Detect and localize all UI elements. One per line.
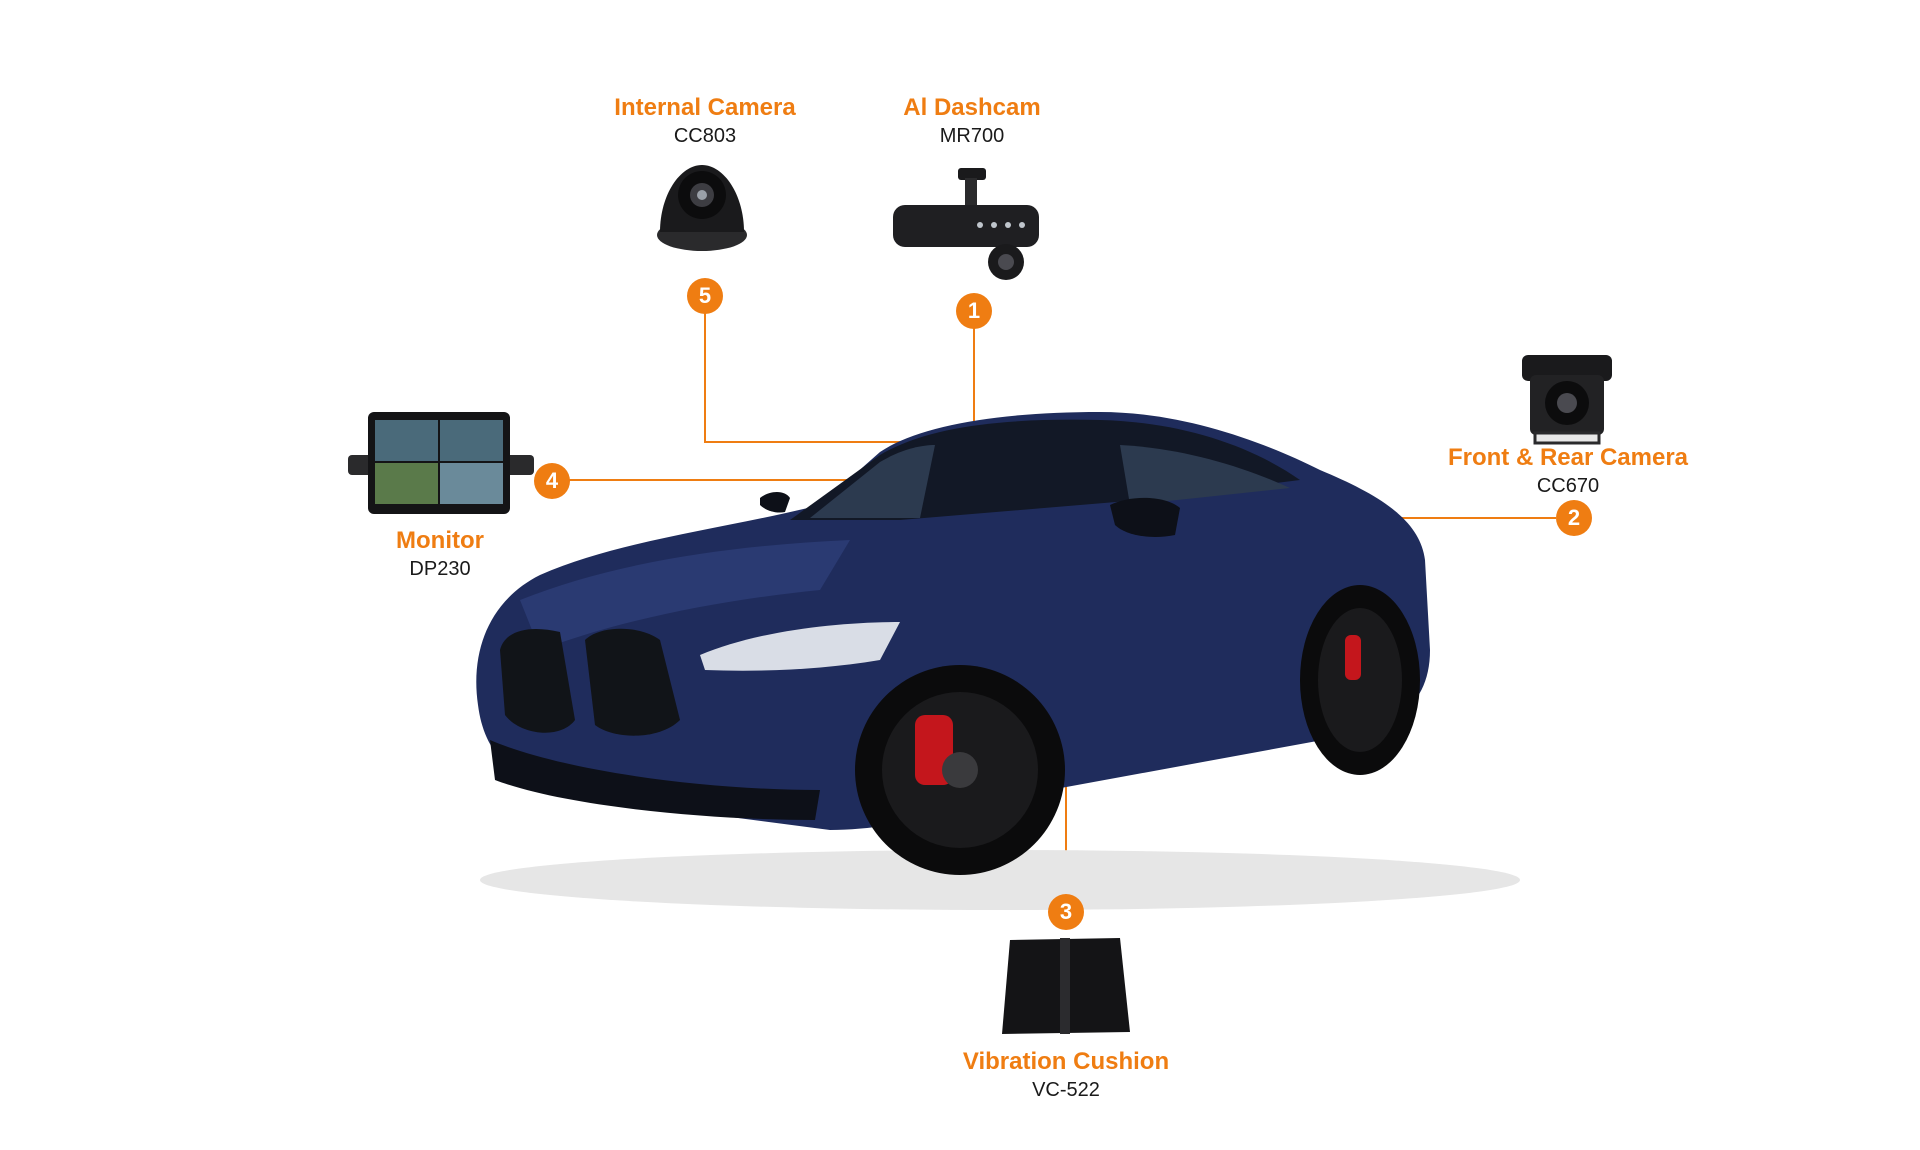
device-model: CC803 <box>673 125 737 147</box>
device-model: DP230 <box>409 558 471 580</box>
device-name: Monitor <box>396 527 484 554</box>
badge-4: 4 <box>534 463 570 499</box>
device-model: MR700 <box>939 125 1005 147</box>
device-name: Vibration Cushion <box>962 1048 1170 1075</box>
device-name: Internal Camera <box>614 94 796 121</box>
monitor-icon <box>348 412 534 514</box>
device-label-front-rear-camera: Front & Rear Camera CC670 <box>1448 443 1688 499</box>
dome-camera-icon <box>657 165 747 251</box>
badge-5: 5 <box>687 278 723 314</box>
cushion-icon <box>1002 938 1130 1034</box>
device-model: VC-522 <box>1032 1079 1100 1101</box>
device-name: Al Dashcam <box>903 94 1041 121</box>
device-name: Front & Rear Camera <box>1447 444 1689 471</box>
device-label-ai-dashcam: Al Dashcam MR700 <box>903 93 1040 149</box>
badge-2: 2 <box>1556 500 1592 536</box>
device-label-monitor: Monitor DP230 <box>396 526 484 582</box>
badge-1: 1 <box>956 293 992 329</box>
connector-5 <box>704 297 921 443</box>
device-model: CC670 <box>1536 475 1600 497</box>
device-label-vibration-cushion: Vibration Cushion VC-522 <box>963 1047 1169 1103</box>
badge-3: 3 <box>1048 894 1084 930</box>
dashcam-icon <box>893 168 1039 280</box>
device-label-internal-camera: Internal Camera CC803 <box>614 93 795 149</box>
rear-camera-icon <box>1522 355 1612 445</box>
